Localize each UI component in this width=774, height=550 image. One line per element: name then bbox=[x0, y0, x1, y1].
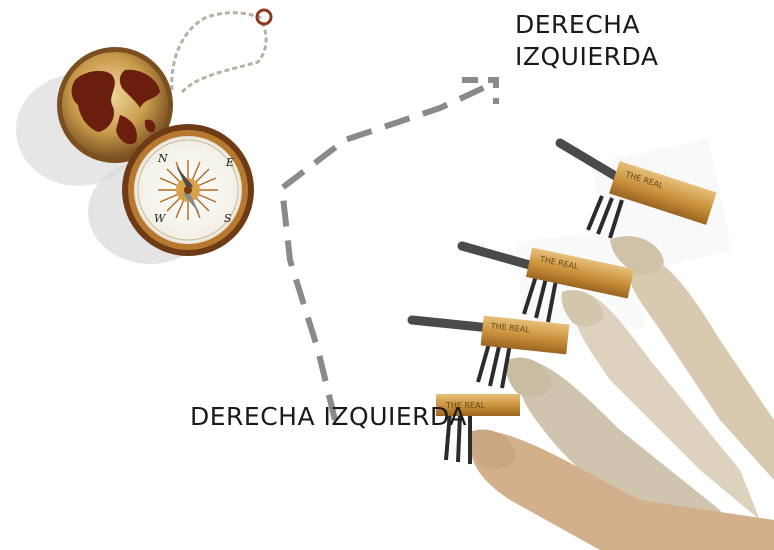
compass-lid-globe bbox=[57, 47, 173, 163]
compass-needle bbox=[176, 166, 193, 190]
dashed-path-arrow bbox=[278, 77, 499, 421]
compass-face: N E S W bbox=[122, 124, 254, 256]
arm-hand-3: THE REAL bbox=[407, 315, 740, 550]
compass-illustration: N E S W bbox=[16, 8, 273, 264]
arm-hand-1: THE REAL bbox=[555, 138, 774, 480]
chain-ring bbox=[255, 8, 273, 26]
label-derecha-izquierda-bottom: DERECHA IZQUIERDA bbox=[190, 402, 467, 431]
compass-letter-s: S bbox=[224, 212, 232, 225]
compass-letter-w: W bbox=[154, 212, 167, 225]
arm-hand-4: THE REAL bbox=[436, 394, 774, 550]
compass-chain bbox=[170, 11, 268, 94]
label-izquierda-top: IZQUIERDA bbox=[515, 42, 659, 71]
label-derecha-top: DERECHA bbox=[515, 10, 641, 39]
svg-text:THE REAL: THE REAL bbox=[445, 401, 486, 410]
compass-letter-e: E bbox=[225, 156, 234, 169]
compass-letter-n: N bbox=[157, 152, 168, 165]
svg-text:THE REAL: THE REAL bbox=[489, 321, 530, 334]
arm-hand-2: THE REAL bbox=[457, 241, 760, 520]
